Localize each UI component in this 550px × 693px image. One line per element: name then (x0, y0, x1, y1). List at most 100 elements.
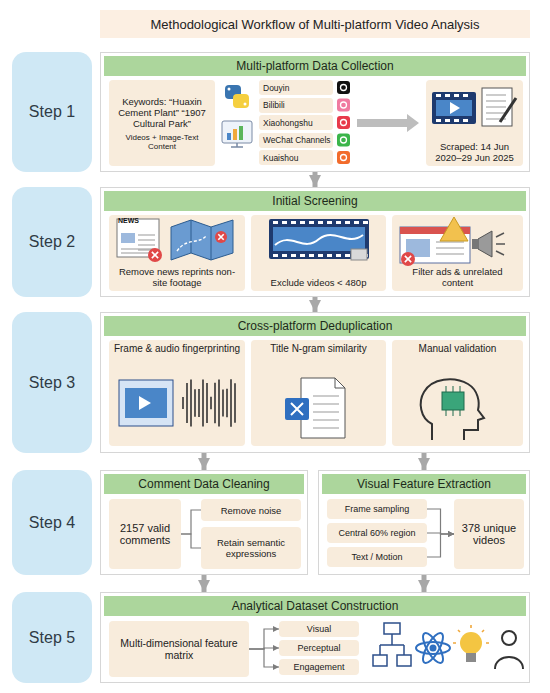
icon-shape (226, 389, 228, 417)
icon-shape (454, 94, 459, 97)
icon-shape (341, 85, 347, 91)
icon-shape (218, 380, 220, 427)
icon-shape (233, 94, 249, 108)
icon-shape (318, 254, 323, 257)
icon-shape (450, 102, 460, 114)
icon-shape (313, 428, 339, 429)
icon-shape (291, 403, 303, 415)
feature-box: Perceptual (279, 640, 359, 656)
box-text: WeChat Channels (263, 135, 330, 145)
icon-shape (275, 235, 363, 245)
box-text: Scraped: 14 Jun 2020–29 Jun 2025 (430, 141, 519, 163)
box-text: 378 unique videos (458, 522, 520, 546)
icon-shape (273, 227, 365, 251)
icon-shape (500, 98, 516, 122)
process-box: Frame sampling (327, 499, 427, 519)
icon-shape (421, 379, 484, 440)
icon-shape (472, 239, 478, 249)
icon-shape (337, 134, 350, 147)
flow-arrow (313, 172, 318, 187)
flow-arrow (202, 453, 207, 470)
icon-shape (215, 231, 227, 243)
step-label: Step 2 (29, 233, 75, 251)
icon-shape (463, 94, 468, 97)
box-text: Frame & audio fingerprinting (114, 343, 240, 354)
step-panel: Frame samplingCentral 60% regionText / M… (318, 470, 530, 575)
icon-shape (337, 99, 350, 112)
icon-shape (351, 249, 367, 260)
process-box: Title N-gram similarity (251, 340, 386, 446)
icon-shape (440, 217, 468, 241)
platform-box: Douyin (259, 80, 333, 95)
box-text: Remove noise (221, 505, 282, 516)
icon-shape (337, 81, 350, 94)
icon-shape (119, 380, 173, 426)
icon-shape (460, 632, 482, 654)
icon-shape (466, 653, 476, 662)
platform-box: Kuaishou (259, 150, 333, 165)
process-box: Filter ads & unrelated content (392, 215, 523, 291)
box-text: Frame sampling (345, 504, 410, 514)
icon-shape (309, 221, 314, 224)
icon-shape (486, 94, 506, 95)
icon-shape (190, 379, 192, 426)
icon-shape (182, 397, 184, 409)
icon-shape (453, 625, 489, 643)
platform-box: Xiaohongshu (259, 115, 333, 130)
icon-shape (138, 240, 155, 241)
process-box: Text / Motion (327, 547, 427, 567)
icon-shape (397, 655, 411, 666)
icon-shape (282, 221, 287, 224)
process-box: Retain semantic expressions (201, 527, 301, 569)
icon-shape (454, 119, 459, 122)
icon-shape (354, 221, 359, 224)
icon-shape (152, 252, 158, 258)
icon-shape (125, 388, 167, 418)
icon-shape (401, 252, 415, 266)
icon-shape (405, 256, 411, 262)
icon-shape (239, 126, 243, 140)
icon-shape (341, 102, 347, 108)
icon-label: NEWS (118, 217, 139, 224)
icon-shape (138, 235, 155, 236)
icon-shape (419, 630, 446, 665)
box-text: Manual validation (419, 343, 497, 354)
title-box: Methodological Workflow of Multi-platfor… (100, 10, 530, 38)
step-panel: Frame & audio fingerprinting Title N-gram… (100, 312, 530, 453)
box-text: Central 60% region (338, 528, 415, 538)
icon-shape (171, 220, 233, 260)
icon-shape (345, 221, 350, 224)
icon-shape (486, 112, 506, 113)
box-text: Videos + Image-Text Content (113, 133, 211, 151)
step-label: Step 5 (29, 629, 75, 647)
icon-shape (436, 242, 464, 243)
icon-shape (194, 389, 196, 416)
box-text: Text / Motion (351, 552, 402, 562)
panel-heading: Initial Screening (104, 191, 526, 211)
icon-shape (373, 655, 387, 666)
icon-shape (269, 219, 369, 259)
icon-shape (222, 121, 252, 143)
step-tab: Step 1 (12, 52, 92, 172)
icon-shape (214, 383, 216, 424)
box-text: Keywords: “Huaxin Cement Plant” “1907 Cu… (113, 96, 211, 129)
step-panel: Remove news reprints non-site footageExc… (100, 187, 530, 297)
icon-shape (233, 129, 237, 140)
icon-shape (502, 631, 516, 645)
icon-shape (186, 383, 188, 423)
panel-heading: Analytical Dataset Construction (104, 596, 526, 616)
icon-shape (198, 389, 200, 417)
process-box: Frame & audio fingerprinting (109, 340, 245, 446)
icon-shape (436, 254, 464, 255)
process-box: Central 60% region (327, 523, 427, 543)
platform-box: WeChat Channels (259, 133, 333, 148)
icon-shape (416, 642, 450, 654)
step-panel: Multi-dimensional feature matrixVisualPe… (100, 592, 530, 683)
icon-shape (273, 254, 278, 257)
icon-shape (300, 221, 305, 224)
icon-illustration (251, 340, 386, 446)
step-tab: Step 2 (12, 187, 92, 297)
icon-shape (318, 221, 323, 224)
panel-heading: Comment Data Cleaning (104, 474, 304, 494)
step-label: Step 1 (29, 103, 75, 121)
